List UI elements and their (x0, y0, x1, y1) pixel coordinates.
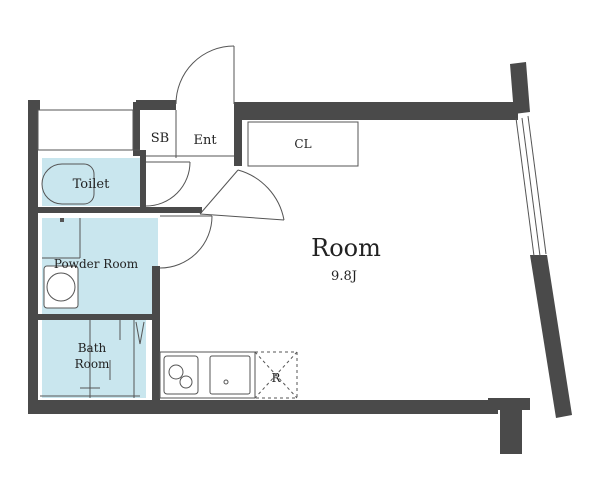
wall-left (28, 102, 38, 414)
wall-closet-right (133, 102, 140, 156)
label-cl: CL (294, 137, 311, 151)
entrance-door-arc (175, 45, 235, 105)
door-swings (145, 45, 285, 269)
bath-room-area (42, 320, 146, 398)
wall-top-sb (136, 100, 176, 110)
label-room-size: 9.8J (331, 269, 357, 284)
wall-toilet-right (140, 150, 146, 208)
wall-right-lower (530, 255, 572, 418)
wall-bath-right (152, 266, 160, 400)
label-powder-room: Powder Room (54, 257, 139, 271)
label-room: Room (311, 234, 381, 262)
wall-right-upper (510, 62, 530, 114)
wall-bottom-pillar (500, 398, 522, 454)
label-sb: SB (151, 131, 169, 146)
wall-powder-bath (38, 314, 152, 320)
cl-outline (247, 121, 359, 167)
wall-top-room (234, 102, 518, 120)
label-ent: Ent (193, 133, 217, 148)
wall-ent-right (234, 102, 242, 166)
label-bath-line2: Room (75, 357, 110, 371)
toilet-door-arc (145, 161, 191, 207)
label-toilet: Toilet (73, 177, 110, 192)
label-bath-line1: Bath (78, 341, 107, 355)
powder-door-arc (159, 215, 213, 269)
toilet-fixture (41, 163, 95, 205)
room-door-arc (237, 169, 285, 221)
wall-top-left-corner (28, 100, 40, 110)
fridge-space (254, 351, 298, 399)
walls (28, 62, 572, 454)
wall-toilet-powder (38, 207, 202, 213)
wall-bottom (28, 400, 498, 414)
closet-outline (37, 109, 134, 151)
label-fridge: R (271, 371, 281, 385)
wash-basin (43, 265, 79, 309)
kitchen-counter (159, 351, 256, 399)
powder-outlet (60, 218, 64, 222)
